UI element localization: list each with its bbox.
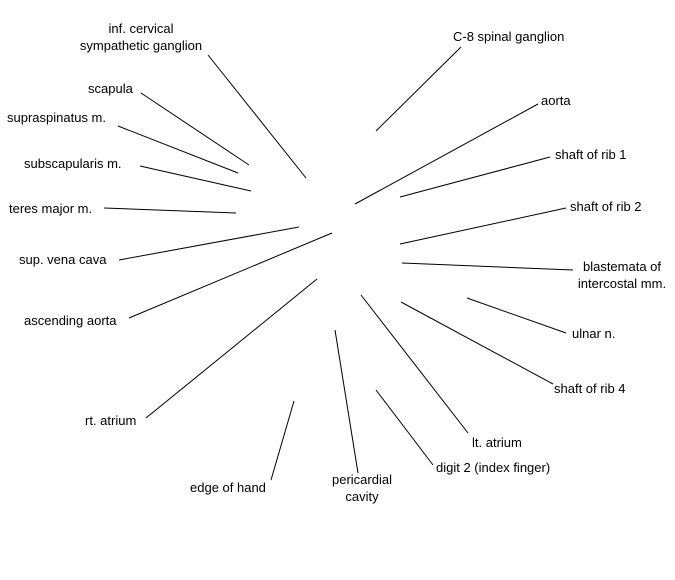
- leader-edge-of-hand: [270, 400, 295, 481]
- label-blastemata-line1: blastemata of: [583, 259, 661, 274]
- label-pericardial-line1: pericardial: [332, 472, 392, 487]
- leader-blastemata: [401, 262, 574, 271]
- label-teres-major: teres major m.: [9, 201, 92, 216]
- label-inf-cervical-line1: inf. cervical: [108, 21, 173, 36]
- leader-subscapularis: [139, 165, 252, 192]
- label-shaft-rib1: shaft of rib 1: [555, 147, 627, 162]
- label-lt-atrium: lt. atrium: [472, 435, 522, 450]
- leader-shaft-rib2: [399, 207, 567, 245]
- label-shaft-rib4: shaft of rib 4: [554, 381, 626, 396]
- label-supraspinatus: supraspinatus m.: [7, 110, 106, 125]
- label-edge-of-hand: edge of hand: [190, 480, 266, 495]
- label-rt-atrium: rt. atrium: [85, 413, 136, 428]
- label-ascending-aorta: ascending aorta: [24, 313, 117, 328]
- leader-scapula: [140, 92, 250, 166]
- leader-rt-atrium: [145, 278, 318, 419]
- leader-sup-vena-cava: [118, 226, 300, 261]
- label-scapula: scapula: [88, 81, 134, 96]
- leader-supraspinatus: [117, 125, 239, 174]
- leader-ascending-aorta: [128, 232, 333, 319]
- label-aorta: aorta: [541, 93, 571, 108]
- leader-aorta: [354, 103, 539, 205]
- label-sup-vena-cava: sup. vena cava: [19, 252, 107, 267]
- leader-lt-atrium: [360, 294, 469, 434]
- label-inf-cervical-line2: sympathetic ganglion: [80, 38, 202, 53]
- leader-shaft-rib4: [400, 301, 554, 385]
- label-shaft-rib2: shaft of rib 2: [570, 199, 642, 214]
- label-ulnar: ulnar n.: [572, 326, 615, 341]
- label-c8-ganglion: C-8 spinal ganglion: [453, 29, 564, 44]
- leader-teres-major: [103, 207, 237, 214]
- leader-c8-ganglion: [375, 46, 462, 132]
- leader-pericardial-cavity: [334, 329, 359, 474]
- leader-ulnar: [466, 297, 567, 334]
- label-digit2: digit 2 (index finger): [436, 460, 550, 475]
- leader-digit2: [375, 389, 434, 466]
- leader-inf-cervical: [207, 54, 307, 179]
- label-subscapularis: subscapularis m.: [24, 156, 122, 171]
- leader-shaft-rib1: [399, 156, 551, 198]
- label-blastemata-line2: intercostal mm.: [578, 276, 666, 291]
- label-pericardial-line2: cavity: [345, 489, 379, 504]
